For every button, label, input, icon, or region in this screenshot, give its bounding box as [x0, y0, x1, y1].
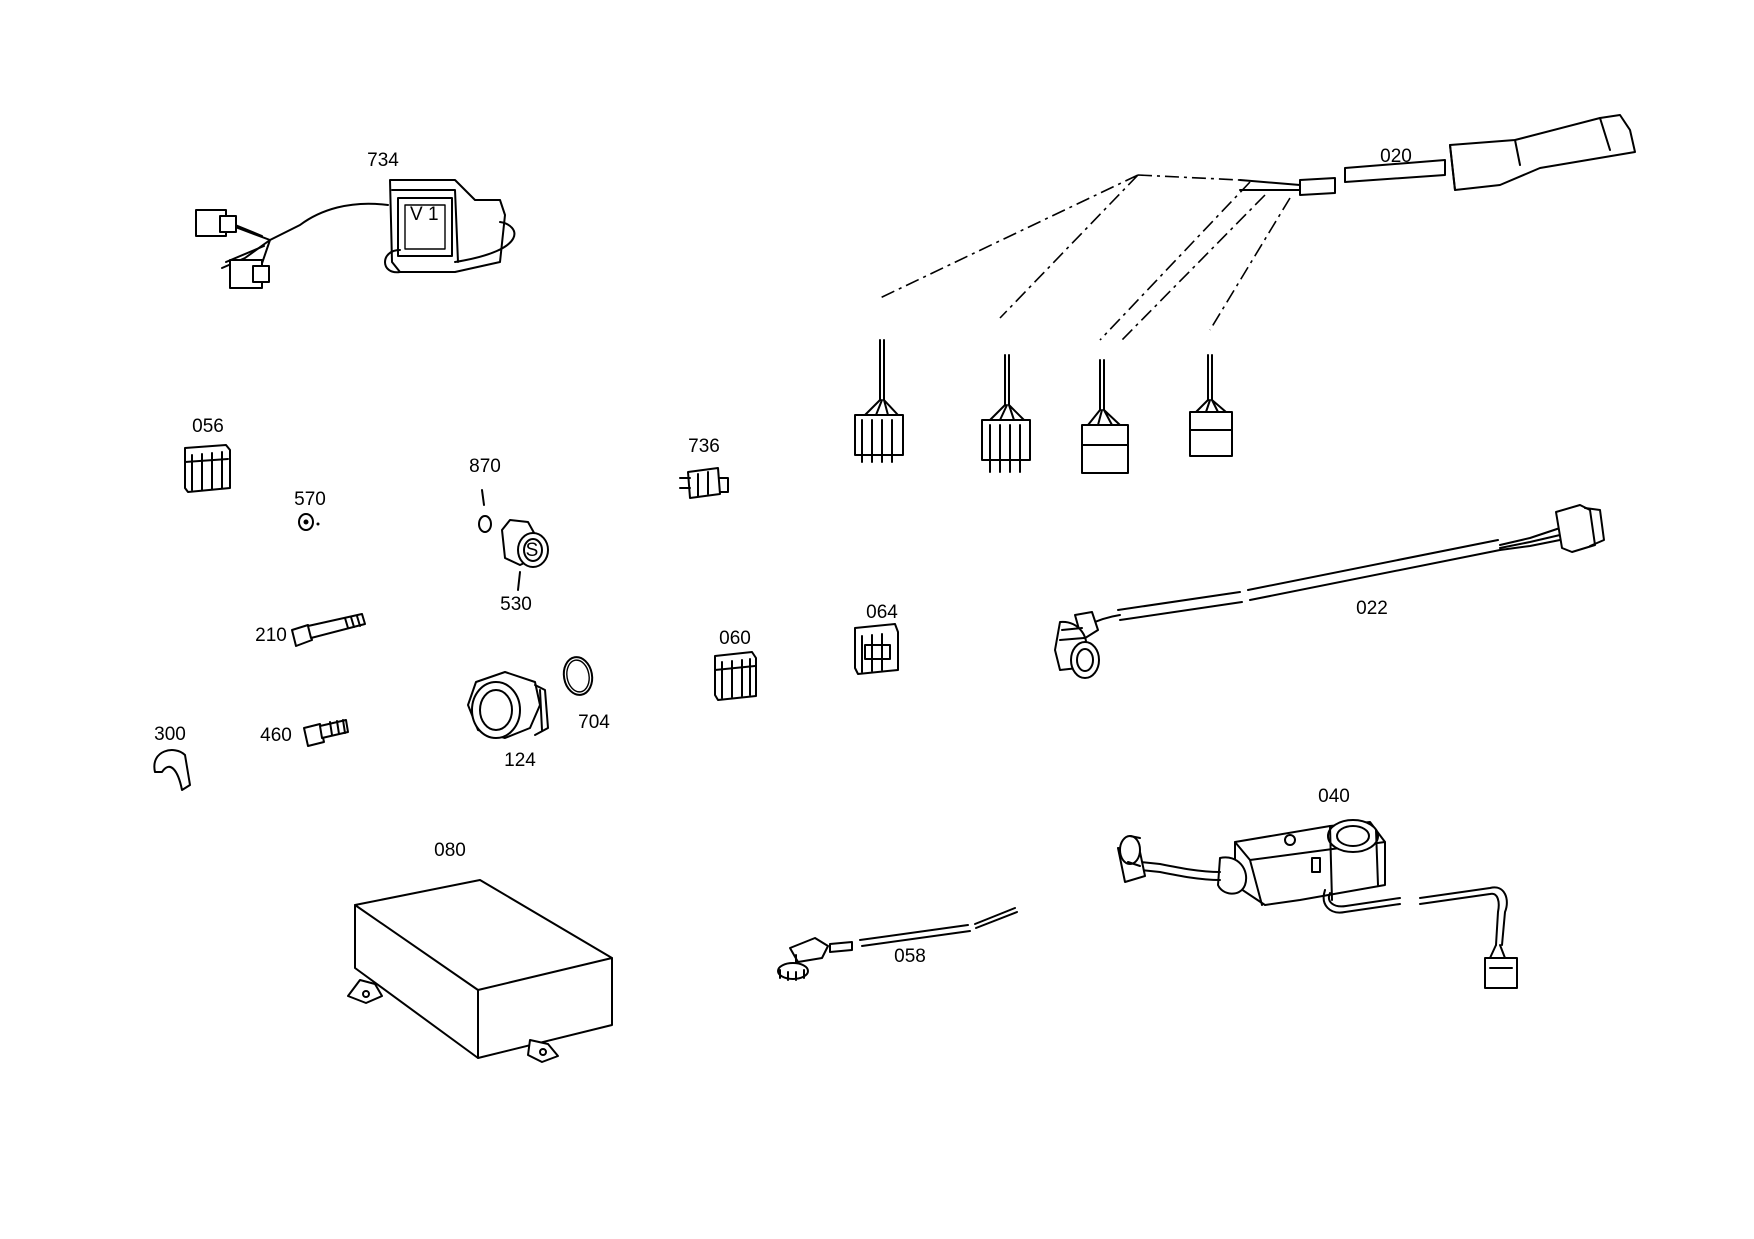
part-704-oring: 704: [562, 656, 610, 733]
part-056-connector: 056: [184, 416, 231, 493]
label-064: 064: [866, 602, 898, 623]
part-022-cable: 022: [1054, 504, 1605, 679]
label-056: 056: [192, 416, 224, 437]
label-300: 300: [154, 724, 186, 745]
svg-text:V 1: V 1: [410, 204, 439, 225]
part-080-control-box: 080: [347, 840, 613, 1063]
label-870: 870: [469, 456, 501, 477]
part-064-connector: 064: [854, 602, 899, 675]
label-058: 058: [894, 946, 926, 967]
label-080: 080: [434, 840, 466, 861]
part-736-connector: 736: [679, 436, 729, 499]
part-530-plug: S 530: [500, 519, 549, 615]
part-210-bolt: 210: [255, 613, 366, 647]
part-870-oring: 870: [469, 456, 501, 533]
label-736: 736: [688, 436, 720, 457]
label-040: 040: [1318, 786, 1350, 807]
svg-text:S: S: [526, 540, 539, 561]
label-570: 570: [294, 489, 326, 510]
part-060-connector: 060: [714, 628, 757, 701]
part-124-fitting: 124: [467, 671, 549, 771]
part-570-washer: 570: [294, 489, 326, 531]
label-460: 460: [260, 725, 292, 746]
label-704: 704: [578, 712, 610, 733]
part-040-sensor: 040: [1117, 786, 1518, 989]
part-460-bolt: 460: [260, 719, 349, 747]
part-734-harness-switch: V 1 734: [195, 150, 516, 289]
label-022: 022: [1356, 598, 1388, 619]
part-300-clip: 300: [153, 724, 191, 791]
part-020-harness: 020: [854, 114, 1636, 474]
label-060: 060: [719, 628, 751, 649]
label-020: 020: [1380, 146, 1412, 167]
label-210: 210: [255, 625, 287, 646]
label-530: 530: [500, 594, 532, 615]
label-124: 124: [504, 750, 536, 771]
label-734: 734: [367, 150, 399, 171]
part-058-sensor: 058: [777, 907, 1018, 981]
